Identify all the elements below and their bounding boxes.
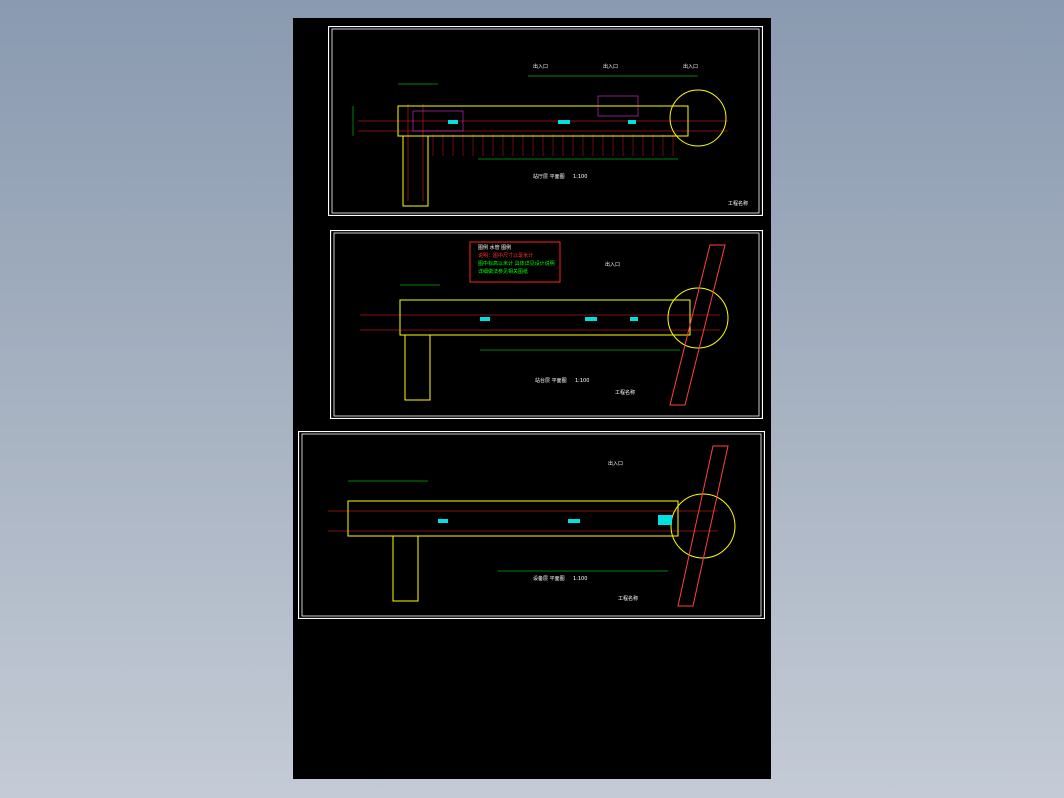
sheet-2-note-box (469, 241, 561, 283)
sheet-3-title-block: 工程名称 (618, 596, 639, 602)
sheet-3-title: 设备层 平面图 (533, 576, 565, 582)
drawing-sheet-3[interactable]: 设备层 平面图 1:100 出入口 工程名称 (298, 431, 765, 619)
drawing-sheet-1[interactable]: 站厅层 平面图 1:100 出入口 出入口 出入口 工程名称 (328, 26, 763, 216)
sheet-2-plan (330, 230, 763, 419)
sheet-2-scale: 1:100 (575, 378, 590, 384)
sheet-1-tag-3: 出入口 (683, 64, 699, 70)
sheet-1-title-block: 工程名称 (728, 201, 749, 207)
drawing-canvas[interactable]: 站厅层 平面图 1:100 出入口 出入口 出入口 工程名称 (293, 18, 771, 779)
sheet-3-scale: 1:100 (573, 576, 588, 582)
sheet-3-tag-1: 出入口 (608, 461, 624, 467)
sheet-1-tag-1: 出入口 (533, 64, 549, 70)
sheet-1-tag-2: 出入口 (603, 64, 619, 70)
sheet-2-note-1: 图例 水管 图例 (478, 245, 512, 251)
sheet-1-scale: 1:100 (573, 174, 588, 180)
sheet-3-plan (298, 431, 765, 619)
sheet-2-tag-1: 出入口 (605, 262, 621, 268)
sheet-2-title: 站台层 平面图 (535, 378, 567, 384)
sheet-2-title-block: 工程名称 (615, 390, 636, 396)
sheet-2-note-3: 图中标高以米计 具体详见设计说明 (478, 261, 555, 267)
drawing-sheet-2[interactable]: 图例 水管 图例 说明：图中尺寸以毫米计 图中标高以米计 具体详见设计说明 详细… (330, 230, 763, 419)
sheet-1-title: 站厅层 平面图 (533, 174, 565, 180)
sheet-2-note-2: 说明：图中尺寸以毫米计 (478, 253, 534, 259)
sheet-1-plan (328, 26, 763, 216)
sheet-2-note-4: 详细做法参见相关图纸 (478, 269, 529, 275)
